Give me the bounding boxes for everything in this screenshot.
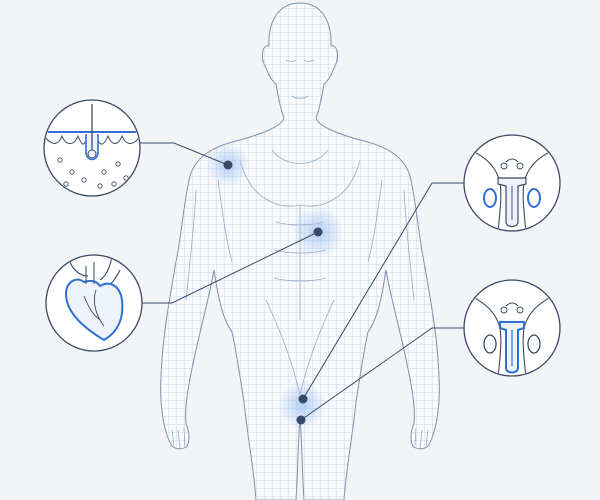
connector-skin bbox=[138, 142, 229, 166]
connector-lower-pelvis bbox=[300, 327, 465, 421]
hand-details bbox=[171, 427, 429, 449]
connector-lines bbox=[138, 142, 465, 421]
marker-dot-skin bbox=[223, 160, 233, 170]
marker-dots bbox=[223, 160, 323, 425]
marker-dot-heart bbox=[313, 227, 323, 237]
marker-dot-lower-pelvis bbox=[296, 415, 306, 425]
male-reproductive-icon bbox=[463, 279, 561, 377]
skin-hair-follicle-icon bbox=[43, 99, 141, 197]
connector-heart bbox=[142, 231, 319, 304]
connector-upper-pelvis bbox=[302, 182, 465, 400]
heart-icon bbox=[45, 254, 143, 352]
muscle-contours bbox=[185, 59, 415, 396]
marker-dot-upper-pelvis bbox=[298, 394, 308, 404]
female-reproductive-icon bbox=[463, 134, 561, 232]
